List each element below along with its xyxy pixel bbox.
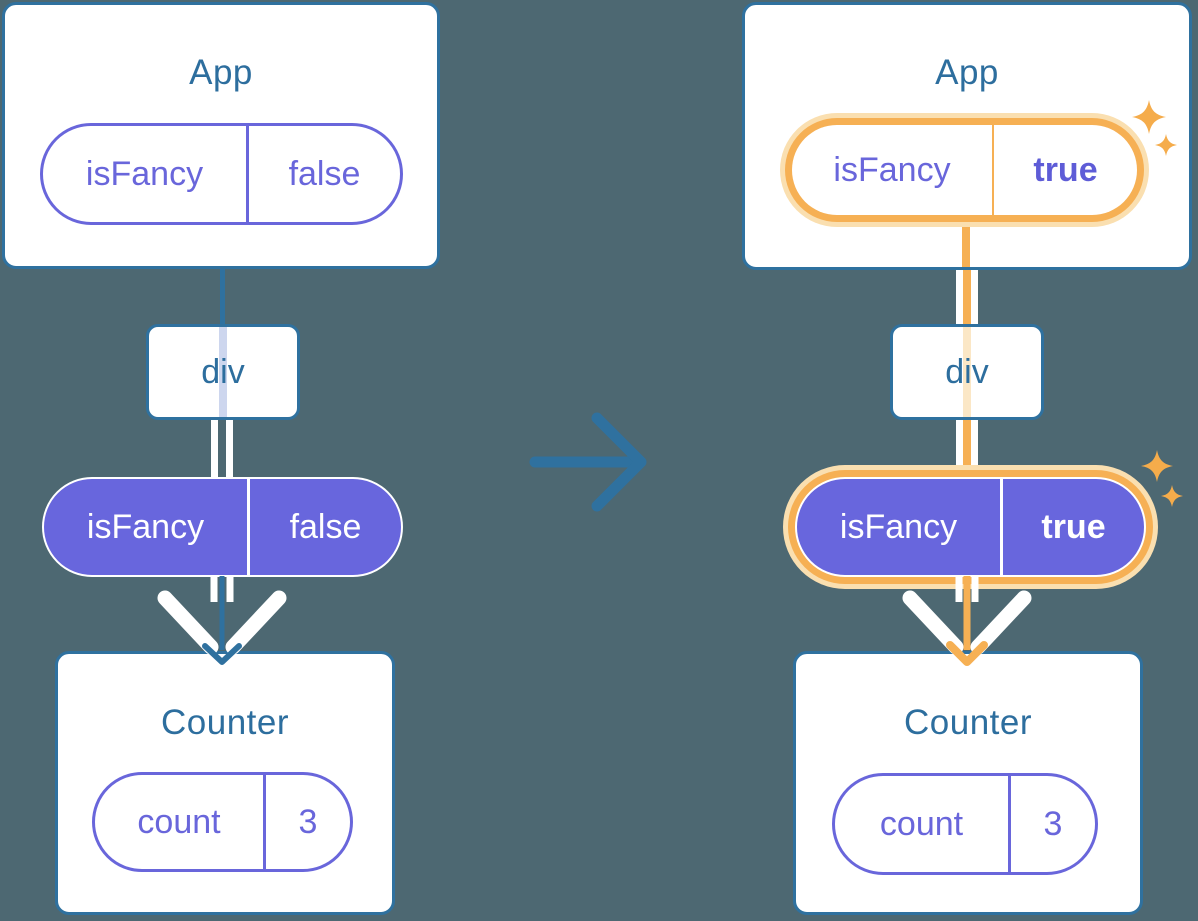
counter-title-before: Counter <box>160 703 290 742</box>
app-state-pill-after-highlight: isFancy true <box>780 113 1149 227</box>
counter-state-pill-before: count 3 <box>92 772 353 872</box>
prop-value: true <box>1000 479 1144 575</box>
state-key: count <box>137 803 221 841</box>
state-pass-line <box>963 327 971 417</box>
state-value: 3 <box>263 775 350 869</box>
pass-down-arrow-before <box>157 576 287 665</box>
state-value: 3 <box>1008 776 1095 872</box>
arrow-stub-left <box>955 576 963 602</box>
sparkle-large <box>1141 450 1173 482</box>
state-value: true <box>992 125 1137 215</box>
connector-app-div-after-white-left <box>956 267 963 327</box>
highlight-ring: isFancy true <box>785 118 1144 222</box>
connector-app-div-after-orange <box>963 267 971 327</box>
prop-pill-after-highlight: isFancy true <box>783 465 1158 589</box>
white-chevron-right-arm <box>225 590 287 655</box>
counter-state-pill-after: count 3 <box>832 773 1098 875</box>
app-card-after: App isFancy true <box>742 2 1192 270</box>
app-state-pill-before: isFancy false <box>40 123 403 225</box>
transition-arrow-icon <box>529 412 647 512</box>
arrow-head <box>202 643 242 665</box>
state-pass-line <box>219 327 227 417</box>
div-label-before: div <box>201 352 245 391</box>
prop-value: false <box>247 479 401 575</box>
app-title-after: App <box>935 53 999 92</box>
app-card-before: App isFancy false <box>2 2 440 269</box>
div-label-after: div <box>945 352 989 391</box>
state-key: isFancy <box>85 155 204 193</box>
sparkle-large <box>1132 100 1166 134</box>
prop-pill-after: isFancy true <box>795 477 1146 577</box>
div-node-before: div <box>146 324 300 420</box>
sparkle-small <box>1155 134 1177 156</box>
state-line-in-card <box>962 227 970 267</box>
arrow-stub-right <box>226 576 234 602</box>
counter-card-after: Counter count 3 <box>793 651 1143 915</box>
connector-div-pill-before-right-stroke <box>226 418 233 480</box>
connector-div-pill-after-white-right <box>971 418 978 480</box>
white-chevron-right-arm <box>970 590 1032 655</box>
state-value: false <box>246 126 400 222</box>
prop-key: isFancy <box>86 508 205 546</box>
connector-div-pill-after-orange <box>963 418 971 480</box>
div-node-after: div <box>890 324 1044 420</box>
transition-arrow-head <box>591 412 647 512</box>
sparkle-icon-app <box>1132 100 1177 156</box>
prop-pill-before: isFancy false <box>42 477 403 577</box>
arrow-head <box>946 641 988 666</box>
connector-div-pill-after-white-left <box>956 418 963 480</box>
state-key: count <box>879 805 964 843</box>
counter-card-before: Counter count 3 <box>55 651 395 915</box>
pass-down-arrow-after <box>902 576 1032 666</box>
connector-div-pill-before-left-stroke <box>211 418 218 480</box>
connector-app-div-before <box>220 267 225 327</box>
arrow-stub-left <box>210 576 218 602</box>
state-key: isFancy <box>833 151 951 189</box>
sparkle-small <box>1161 485 1183 507</box>
arrow-stub-right <box>971 576 979 602</box>
white-chevron-left-arm <box>157 590 219 655</box>
highlight-ring: isFancy true <box>788 470 1153 584</box>
connector-app-div-after-white-right <box>971 267 978 327</box>
app-title-before: App <box>189 53 253 92</box>
white-chevron-left-arm <box>902 590 964 655</box>
app-state-pill-after: isFancy true <box>792 125 1137 215</box>
prop-key: isFancy <box>839 508 958 546</box>
counter-title-after: Counter <box>903 703 1033 742</box>
sparkle-icon-prop <box>1141 450 1183 507</box>
